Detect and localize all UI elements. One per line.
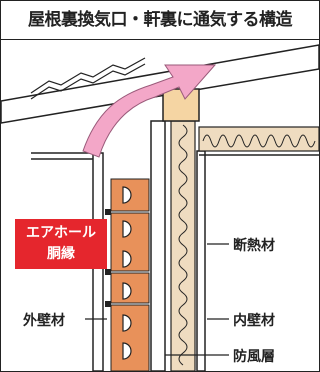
interior-wall-label: 内壁材	[233, 313, 275, 329]
insulation-label: 断熱材	[233, 238, 275, 254]
leader-lines	[85, 243, 229, 356]
connectors	[105, 209, 111, 307]
ceiling-insulation	[198, 126, 319, 152]
air-hole	[122, 186, 132, 204]
windbreak-layer-strip	[150, 120, 166, 371]
air-hole	[122, 282, 132, 300]
air-holes	[122, 186, 132, 360]
roof-shingle-line-2	[30, 63, 146, 100]
air-hole-callout: エアホール 胴縁	[15, 219, 107, 269]
roof-shingle-line	[30, 57, 146, 94]
air-hole	[122, 342, 132, 360]
insulation-wave	[178, 124, 188, 366]
air-hole	[122, 314, 132, 332]
interior-wall-board	[196, 150, 206, 371]
air-hole	[122, 250, 132, 268]
furring-label: 胴縁	[47, 246, 75, 262]
ceiling-insulation-wave	[202, 134, 316, 148]
soffit	[31, 152, 93, 160]
air-hole-label: エアホール	[26, 225, 96, 241]
airflow-arrow	[82, 64, 217, 158]
air-hole	[122, 220, 132, 238]
insulation-column	[170, 120, 196, 371]
furring-strips	[110, 178, 150, 371]
exterior-wall-label: 外壁材	[23, 313, 65, 329]
diagram-title: 屋根裏換気口・軒裏に通気する構造	[1, 1, 319, 40]
top-plate-block	[162, 88, 200, 122]
windbreak-layer-label: 防風層	[233, 349, 275, 365]
